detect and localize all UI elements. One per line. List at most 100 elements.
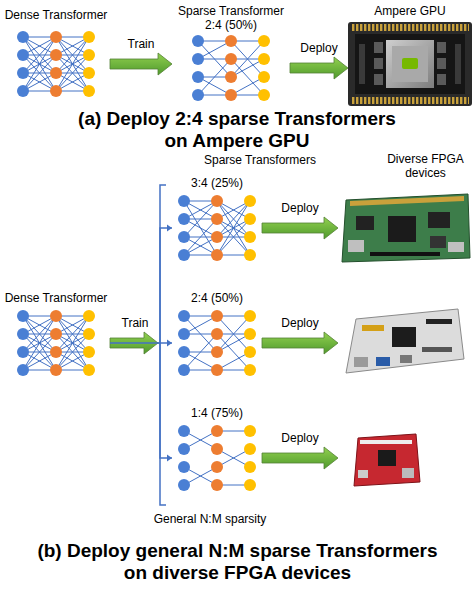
capacitor-row xyxy=(359,44,365,84)
neuron xyxy=(211,364,223,376)
neuron xyxy=(83,328,95,340)
neuron-link xyxy=(23,37,56,91)
connector-label: Train xyxy=(101,37,181,51)
memory-stack xyxy=(437,58,446,69)
network-illustration xyxy=(177,309,257,377)
memory-stack xyxy=(437,74,446,85)
memory-stack xyxy=(374,74,383,85)
fpga-chip xyxy=(388,216,416,242)
node-box: Diverse FPGA devices xyxy=(338,152,473,497)
arrow-head xyxy=(167,340,172,347)
neuron xyxy=(178,195,190,207)
neuron xyxy=(17,364,29,376)
neuron xyxy=(178,364,190,376)
neuron xyxy=(192,53,204,65)
neuron xyxy=(211,346,223,358)
memory-stack xyxy=(374,42,383,53)
node-label: 1:4 (75%) xyxy=(172,406,262,420)
gold-contacts xyxy=(351,24,469,31)
neuron xyxy=(258,71,270,83)
neuron xyxy=(258,53,270,65)
neuron xyxy=(17,85,29,97)
neuron-link xyxy=(23,316,56,370)
node-box: Ampere GPU xyxy=(348,4,472,108)
neuron-link xyxy=(217,201,250,255)
neuron xyxy=(17,310,29,322)
neuron xyxy=(178,461,190,473)
neuron xyxy=(211,425,223,437)
pcb xyxy=(346,309,464,373)
chip xyxy=(428,212,450,228)
pin-header xyxy=(426,319,452,324)
neuron xyxy=(50,31,62,43)
switch-row xyxy=(422,347,452,352)
neuron xyxy=(50,346,62,358)
connector-label: Deploy xyxy=(279,41,359,55)
connector-label: Deploy xyxy=(260,316,340,330)
neuron xyxy=(244,249,256,261)
neuron xyxy=(225,89,237,101)
node-box: Dense Transformer xyxy=(2,8,110,98)
network-illustration xyxy=(16,30,96,98)
neuron xyxy=(178,425,190,437)
neuron xyxy=(83,49,95,61)
gpu-board xyxy=(348,22,472,106)
node-box: 3:4 (25%) xyxy=(172,176,262,264)
connector xyxy=(262,217,338,239)
neuron xyxy=(211,231,223,243)
bracket xyxy=(160,185,166,505)
neuron xyxy=(178,310,190,322)
neuron xyxy=(244,425,256,437)
neuron xyxy=(50,49,62,61)
node-label: Dense Transformer xyxy=(2,291,110,305)
port xyxy=(448,242,464,252)
neuron xyxy=(178,249,190,261)
neuron-link xyxy=(56,316,89,370)
neuron xyxy=(211,310,223,322)
fpga-chip xyxy=(392,327,416,347)
neuron xyxy=(50,328,62,340)
neuron xyxy=(192,89,204,101)
bracket-line xyxy=(110,343,172,458)
neuron-link xyxy=(56,37,89,91)
arrow-head xyxy=(167,455,172,462)
figure-caption: (b) Deploy general N:M sparse Transforme… xyxy=(30,540,445,584)
chip xyxy=(430,236,446,248)
fpga-board-illustration xyxy=(352,430,422,488)
neuron xyxy=(258,89,270,101)
neuron xyxy=(50,85,62,97)
neuron xyxy=(244,346,256,358)
network-illustration xyxy=(177,424,257,492)
figure-label: General N:M sparsity xyxy=(110,512,310,526)
node-box: 1:4 (75%) xyxy=(172,406,262,494)
neuron xyxy=(83,364,95,376)
neuron xyxy=(211,213,223,225)
pin-header xyxy=(370,252,440,256)
connector-label: Deploy xyxy=(260,201,340,215)
node-label: Diverse FPGA devices xyxy=(383,152,468,180)
node-box: Sparse Transformer2:4 (50%) xyxy=(172,4,290,106)
fpga-board-illustration xyxy=(342,305,466,377)
neuron xyxy=(244,479,256,491)
gpu-die xyxy=(386,40,434,88)
neuron xyxy=(178,443,190,455)
node-label: 2:4 (50%) xyxy=(172,291,262,305)
connector xyxy=(262,447,338,469)
neuron xyxy=(178,479,190,491)
port xyxy=(358,470,368,478)
node-label: Ampere GPU xyxy=(348,4,472,18)
figure-caption: (a) Deploy 2:4 sparse Transformers on Am… xyxy=(70,108,404,152)
neuron-link xyxy=(217,201,250,255)
neuron xyxy=(211,443,223,455)
neuron-link xyxy=(23,316,56,370)
chip xyxy=(356,216,374,230)
block-arrow xyxy=(262,332,338,354)
neuron xyxy=(211,461,223,473)
neuron xyxy=(244,310,256,322)
neuron xyxy=(244,443,256,455)
neuron xyxy=(244,231,256,243)
network-illustration xyxy=(177,194,257,262)
pcb xyxy=(342,194,470,262)
